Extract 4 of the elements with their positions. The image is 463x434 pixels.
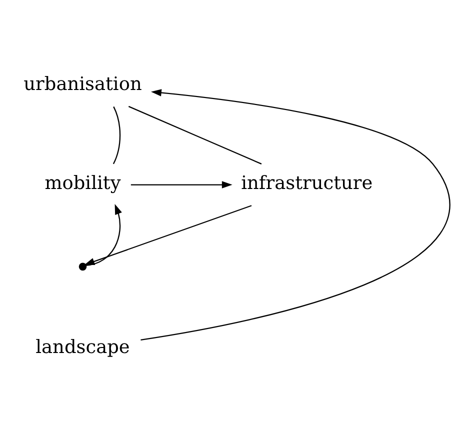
node-text: urbanisation	[24, 74, 142, 95]
node-text: landscape	[36, 336, 130, 358]
node-text: mobility	[44, 173, 121, 194]
node-text: infrastructure	[241, 173, 373, 194]
